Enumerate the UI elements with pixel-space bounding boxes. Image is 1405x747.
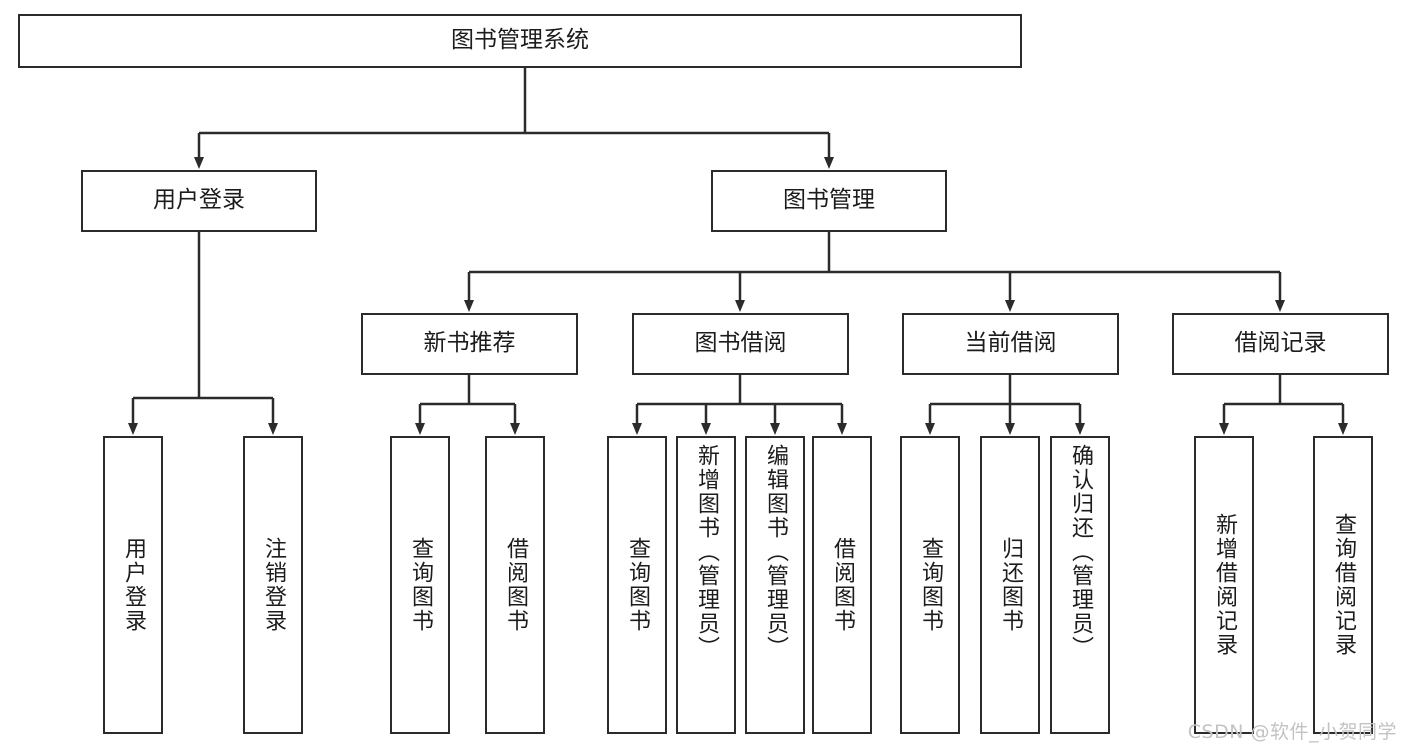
node-user-login[interactable]: 用户登录: [81, 170, 317, 232]
node-book-borrow-label: 图书借阅: [694, 330, 787, 357]
node-leaf-add-book[interactable]: 新增图书（管理员）: [676, 436, 736, 734]
node-leaf-borrow-book-1[interactable]: 借阅图书: [485, 436, 545, 734]
node-leaf-add-record[interactable]: 新增借阅记录: [1194, 436, 1254, 734]
node-leaf-borrow-book-1-label: 借阅图书: [503, 537, 528, 633]
node-leaf-confirm-return[interactable]: 确认归还（管理员）: [1050, 436, 1110, 734]
node-leaf-return-book-label: 归还图书: [998, 537, 1023, 633]
node-leaf-user-login-label: 用户登录: [121, 537, 146, 633]
node-book-manage-label: 图书管理: [783, 187, 875, 214]
node-borrow-record-label: 借阅记录: [1234, 330, 1327, 357]
node-leaf-query-book-1[interactable]: 查询图书: [390, 436, 450, 734]
node-leaf-user-login[interactable]: 用户登录: [103, 436, 163, 734]
node-new-book-rec[interactable]: 新书推荐: [361, 313, 578, 375]
watermark-text: CSDN @软件_小贺同学: [1187, 721, 1397, 743]
node-user-login-label: 用户登录: [153, 187, 245, 214]
node-book-manage[interactable]: 图书管理: [711, 170, 947, 232]
node-current-borrow[interactable]: 当前借阅: [902, 313, 1119, 375]
node-leaf-add-record-label: 新增借阅记录: [1212, 513, 1237, 657]
node-leaf-add-book-label: 新增图书（管理员）: [694, 444, 719, 660]
node-root[interactable]: 图书管理系统: [18, 14, 1022, 68]
node-leaf-query-book-3-label: 查询图书: [918, 537, 943, 633]
node-book-borrow[interactable]: 图书借阅: [632, 313, 849, 375]
node-new-book-rec-label: 新书推荐: [423, 330, 516, 357]
node-leaf-edit-book[interactable]: 编辑图书（管理员）: [745, 436, 805, 734]
node-leaf-return-book[interactable]: 归还图书: [980, 436, 1040, 734]
node-leaf-edit-book-label: 编辑图书（管理员）: [763, 444, 788, 660]
node-borrow-record[interactable]: 借阅记录: [1172, 313, 1389, 375]
node-current-borrow-label: 当前借阅: [964, 330, 1057, 357]
node-leaf-query-book-3[interactable]: 查询图书: [900, 436, 960, 734]
node-leaf-query-record-label: 查询借阅记录: [1331, 513, 1356, 657]
node-leaf-query-record[interactable]: 查询借阅记录: [1313, 436, 1373, 734]
node-leaf-borrow-book-2-label: 借阅图书: [830, 537, 855, 633]
node-leaf-confirm-return-label: 确认归还（管理员）: [1068, 444, 1093, 660]
node-leaf-query-book-2-label: 查询图书: [625, 537, 650, 633]
node-leaf-borrow-book-2[interactable]: 借阅图书: [812, 436, 872, 734]
node-leaf-user-logout[interactable]: 注销登录: [243, 436, 303, 734]
node-leaf-query-book-2[interactable]: 查询图书: [607, 436, 667, 734]
node-root-label: 图书管理系统: [451, 27, 589, 54]
node-leaf-user-logout-label: 注销登录: [261, 537, 286, 633]
node-leaf-query-book-1-label: 查询图书: [408, 537, 433, 633]
